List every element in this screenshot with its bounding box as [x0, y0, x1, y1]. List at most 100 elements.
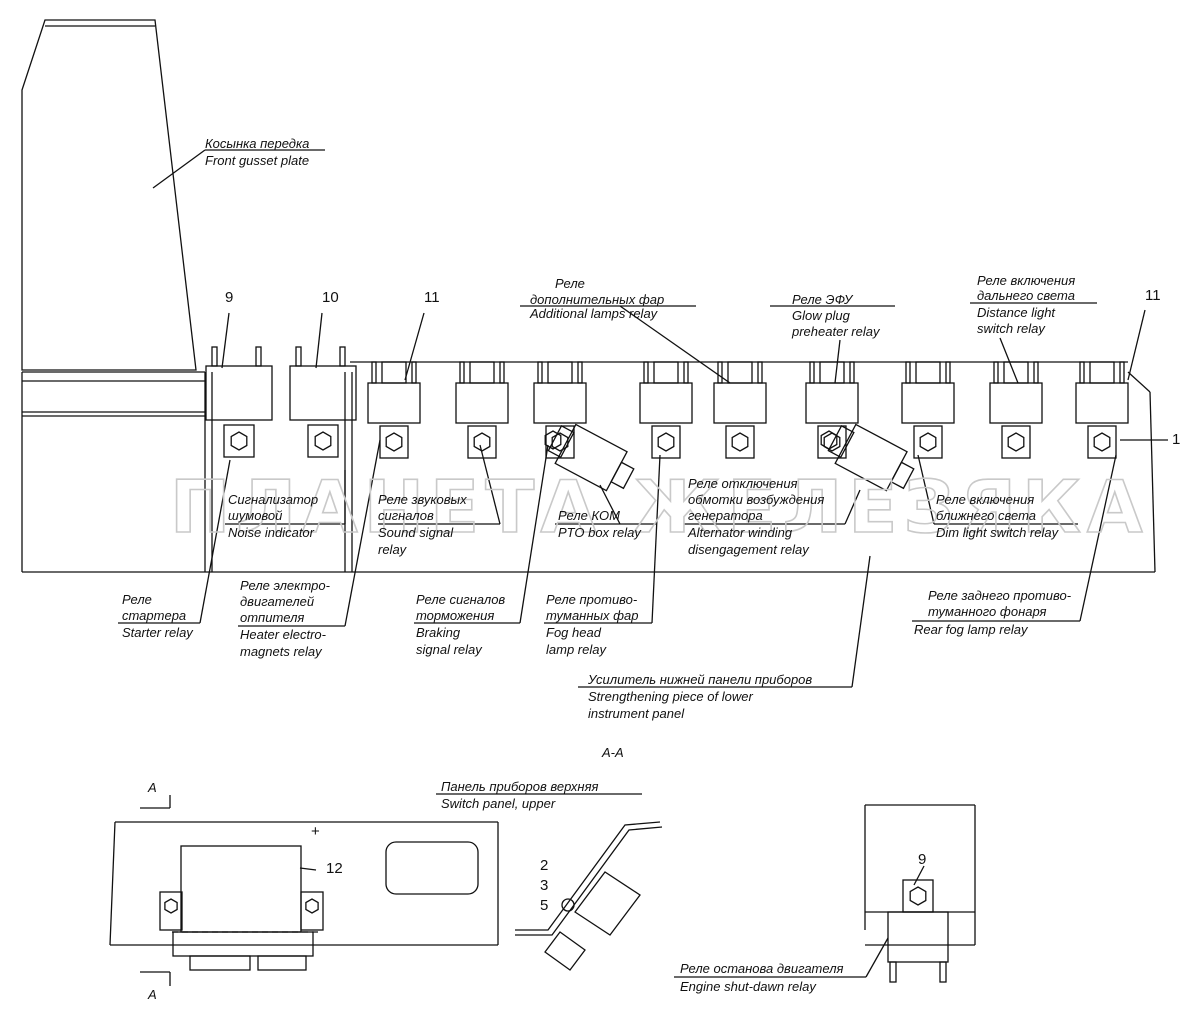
label-front-gusset-en: Front gusset plate — [205, 153, 309, 168]
callout-2: 2 — [540, 857, 548, 874]
label-fog-ru2: туманных фар — [546, 608, 639, 623]
callout-9: 9 — [225, 289, 233, 306]
label-dim-ru2: ближнего света — [936, 508, 1036, 523]
label-additional-lamps-ru1: Реле — [555, 276, 585, 291]
relay-12-connector-a — [189, 955, 251, 971]
relay-7-pin-b — [945, 361, 951, 384]
callout-1: 1 — [1172, 431, 1180, 448]
relay-4-pin — [643, 361, 649, 384]
relay-pto-nut — [544, 430, 562, 450]
relay-9-bracket — [1087, 425, 1117, 459]
callout-5: 5 — [540, 897, 548, 914]
leader-heater — [344, 439, 381, 627]
label-alternator-ru3: генератора — [688, 508, 763, 523]
gusset-plate — [21, 19, 197, 371]
label-engine-shutdown-ru: Реле останова двигателя — [680, 961, 844, 976]
relay-2-cap — [469, 361, 495, 384]
panel-cutout — [385, 841, 479, 895]
relay-3-bracket — [545, 425, 575, 459]
relay-pto-tilted — [547, 423, 635, 492]
relay-10 — [289, 365, 357, 421]
relay-9 — [205, 365, 273, 421]
leader-braking — [519, 444, 549, 624]
label-dim-ru1: Реле включения — [936, 492, 1034, 507]
label-heater-en1: Heater electro- — [240, 627, 327, 642]
relay-8-bracket — [1001, 425, 1031, 459]
relay-3-pin-b — [577, 361, 583, 384]
engine-relay-bracket — [902, 879, 934, 913]
label-sound-ru2: сигналов — [378, 508, 434, 523]
relay-6-cap — [819, 361, 845, 384]
relay-12-connector-b — [257, 955, 307, 971]
leader-additional — [619, 305, 731, 384]
section-mark-top: А — [147, 780, 157, 795]
relay-7 — [901, 382, 955, 424]
relay-1-pin — [371, 361, 377, 384]
leader-12 — [299, 867, 317, 871]
relay-pto-tilted-part-2 — [547, 425, 575, 459]
relay-4-cap — [653, 361, 679, 384]
relay-9-pin — [1079, 361, 1085, 384]
relay-3-cap — [547, 361, 573, 384]
callout-11-right: 11 — [1145, 287, 1161, 304]
relay-8 — [989, 382, 1043, 424]
relay-4-bracket — [651, 425, 681, 459]
relay-12-base — [172, 931, 314, 957]
label-distance-light-ru1: Реле включения — [977, 273, 1075, 288]
relay-4-pin-b — [683, 361, 689, 384]
label-fog-en2: lamp relay — [546, 642, 607, 657]
relay-3-nut — [551, 432, 569, 452]
relay-5-cap — [727, 361, 753, 384]
leader-11b — [1127, 309, 1146, 381]
label-pto-en: PTO box relay — [558, 525, 642, 540]
label-engine-shutdown-en: Engine shut-dawn relay — [680, 979, 817, 994]
label-distance-light-en1: Distance light — [977, 305, 1056, 320]
label-glow-plug-en1: Glow plug — [792, 308, 851, 323]
label-heater-en2: magnets relay — [240, 644, 323, 659]
leader-9 — [221, 312, 230, 369]
relay-5-nut — [731, 432, 749, 452]
relay-10-bracket — [307, 424, 339, 458]
relay-5-pin-b — [757, 361, 763, 384]
panel-right-top — [1127, 371, 1151, 393]
label-rear-fog-en: Rear fog lamp relay — [914, 622, 1029, 637]
relay-9-pin-1 — [211, 346, 218, 367]
switch-panel-side-inner — [515, 826, 663, 936]
leader-alternator — [844, 489, 861, 525]
label-heater-ru1: Реле электро- — [240, 578, 331, 593]
relay-1-nut — [385, 432, 403, 452]
section-panel-left — [109, 821, 116, 946]
relay-6-pin — [809, 361, 815, 384]
relay-9-pin-b — [1119, 361, 1125, 384]
leader-10 — [315, 312, 323, 369]
relay-alternator-tilted-part-1 — [890, 461, 915, 490]
relay-7-pin — [905, 361, 911, 384]
relay-1-cap — [381, 361, 407, 384]
section-mark-bottom: А — [147, 987, 157, 1002]
label-alternator-ru2: обмотки возбуждения — [688, 492, 824, 507]
label-noise-en: Noise indicator — [228, 525, 315, 540]
label-braking-ru2: торможения — [416, 608, 494, 623]
engine-relay-pin-1 — [889, 961, 897, 983]
relay-9-pin-2 — [255, 346, 262, 367]
relay-8-nut — [1007, 432, 1025, 452]
relay-5-pin — [717, 361, 723, 384]
label-additional-lamps-ru2: дополнительных фар — [530, 292, 664, 307]
leader-glow — [834, 339, 841, 384]
label-pto-ru: Реле КОМ — [558, 508, 620, 523]
label-distance-light-en2: switch relay — [977, 321, 1046, 336]
leader-strengthening — [851, 555, 871, 688]
relay-pto-tilted-part-1 — [610, 461, 635, 490]
label-glow-plug-ru: Реле ЭФУ — [792, 292, 854, 307]
relay-1 — [367, 382, 421, 424]
label-dim-en: Dim light switch relay — [936, 525, 1060, 540]
label-noise-ru1: Сигнализатор — [228, 492, 318, 507]
callout-12: 12 — [326, 860, 343, 877]
label-rear-fog-ru2: туманного фонаря — [928, 604, 1047, 619]
label-alternator-en2: disengagement relay — [688, 542, 810, 557]
engine-relay-pin-2 — [939, 961, 947, 983]
callout-11-left: 11 — [424, 289, 440, 306]
relay-alternator-nut — [820, 430, 838, 450]
label-strengthening-en1: Strengthening piece of lower — [588, 689, 753, 704]
